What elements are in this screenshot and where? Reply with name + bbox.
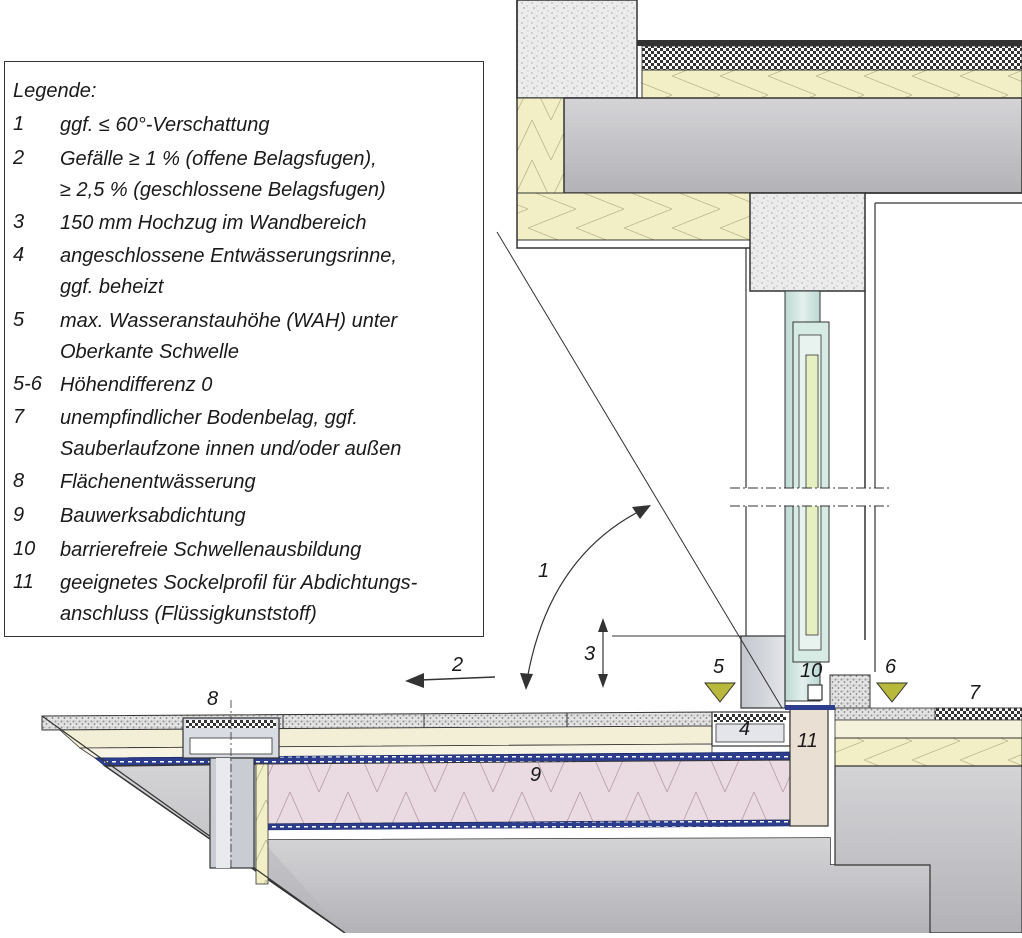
legend-title: Legende: — [13, 80, 97, 102]
legend-text: ≥ 2,5 % (geschlossene Belagsfugen) — [60, 179, 386, 201]
callout-7: 7 — [969, 682, 981, 704]
callout-3: 3 — [584, 643, 596, 665]
legend-text: angeschlossene Entwässerungsrinne, — [60, 245, 397, 267]
water-level-marker-5 — [703, 682, 737, 703]
legend-text: Höhendifferenz 0 — [60, 374, 213, 396]
legend-text: ggf. beheizt — [60, 276, 164, 298]
callout-9: 9 — [530, 764, 542, 786]
shading-line — [496, 231, 783, 709]
legend-text: Oberkante Schwelle — [60, 341, 239, 363]
callout-6: 6 — [885, 656, 897, 678]
legend-text: Sauberlaufzone innen und/oder außen — [60, 438, 402, 460]
door-frame — [720, 290, 890, 702]
callout-10: 10 — [800, 660, 823, 682]
legend-text: max. Wasseranstauhöhe (WAH) unter — [60, 310, 398, 332]
inner-floor-block — [829, 674, 871, 709]
water-level-marker-6 — [875, 682, 909, 703]
legend-num: 5 — [13, 309, 25, 331]
callout-2: 2 — [452, 654, 464, 676]
threshold-block — [740, 635, 786, 709]
legend-num: 7 — [13, 406, 25, 428]
surface-drain — [182, 700, 280, 870]
legend-text: anschluss (Flüssigkunststoff) — [60, 603, 317, 625]
legend-num: 4 — [13, 244, 25, 266]
legend-num: 3 — [13, 211, 25, 233]
legend-num: 8 — [13, 470, 25, 492]
base-profile — [785, 705, 835, 827]
legend-num: 5-6 — [13, 373, 42, 395]
inner-floor — [834, 707, 1022, 934]
callout-11: 11 — [797, 730, 818, 752]
callout-4: 4 — [739, 718, 751, 740]
legend-num: 10 — [13, 538, 36, 560]
legend-text: ggf. ≤ 60°-Verschattung — [60, 114, 270, 136]
legend-text: unempfindlicher Bodenbelag, ggf. — [60, 407, 358, 429]
legend-text: Bauwerksabdichtung — [60, 505, 246, 527]
callout-5: 5 — [713, 656, 725, 678]
angle-arc — [520, 505, 651, 690]
height-arrow — [598, 618, 608, 688]
legend-num: 9 — [13, 504, 25, 526]
callout-8: 8 — [207, 688, 219, 710]
legend-num: 1 — [13, 113, 25, 135]
legend-text: 150 mm Hochzug im Wandbereich — [60, 212, 367, 234]
legend-text: Gefälle ≥ 1 % (offene Belagsfugen), — [60, 148, 377, 170]
legend-num: 2 — [13, 147, 25, 169]
legend-text: Flächenentwässerung — [60, 471, 256, 493]
legend-box — [4, 61, 484, 637]
drain-channel — [711, 711, 791, 747]
upper-wall-and-slab — [516, 0, 1022, 672]
legend-num: 11 — [13, 571, 34, 593]
callout-1: 1 — [538, 560, 550, 582]
legend-text: geeignetes Sockelprofil für Abdichtungs- — [60, 572, 418, 594]
legend-text: barrierefreie Schwellenausbildung — [60, 539, 362, 561]
slope-arrow — [405, 673, 496, 688]
